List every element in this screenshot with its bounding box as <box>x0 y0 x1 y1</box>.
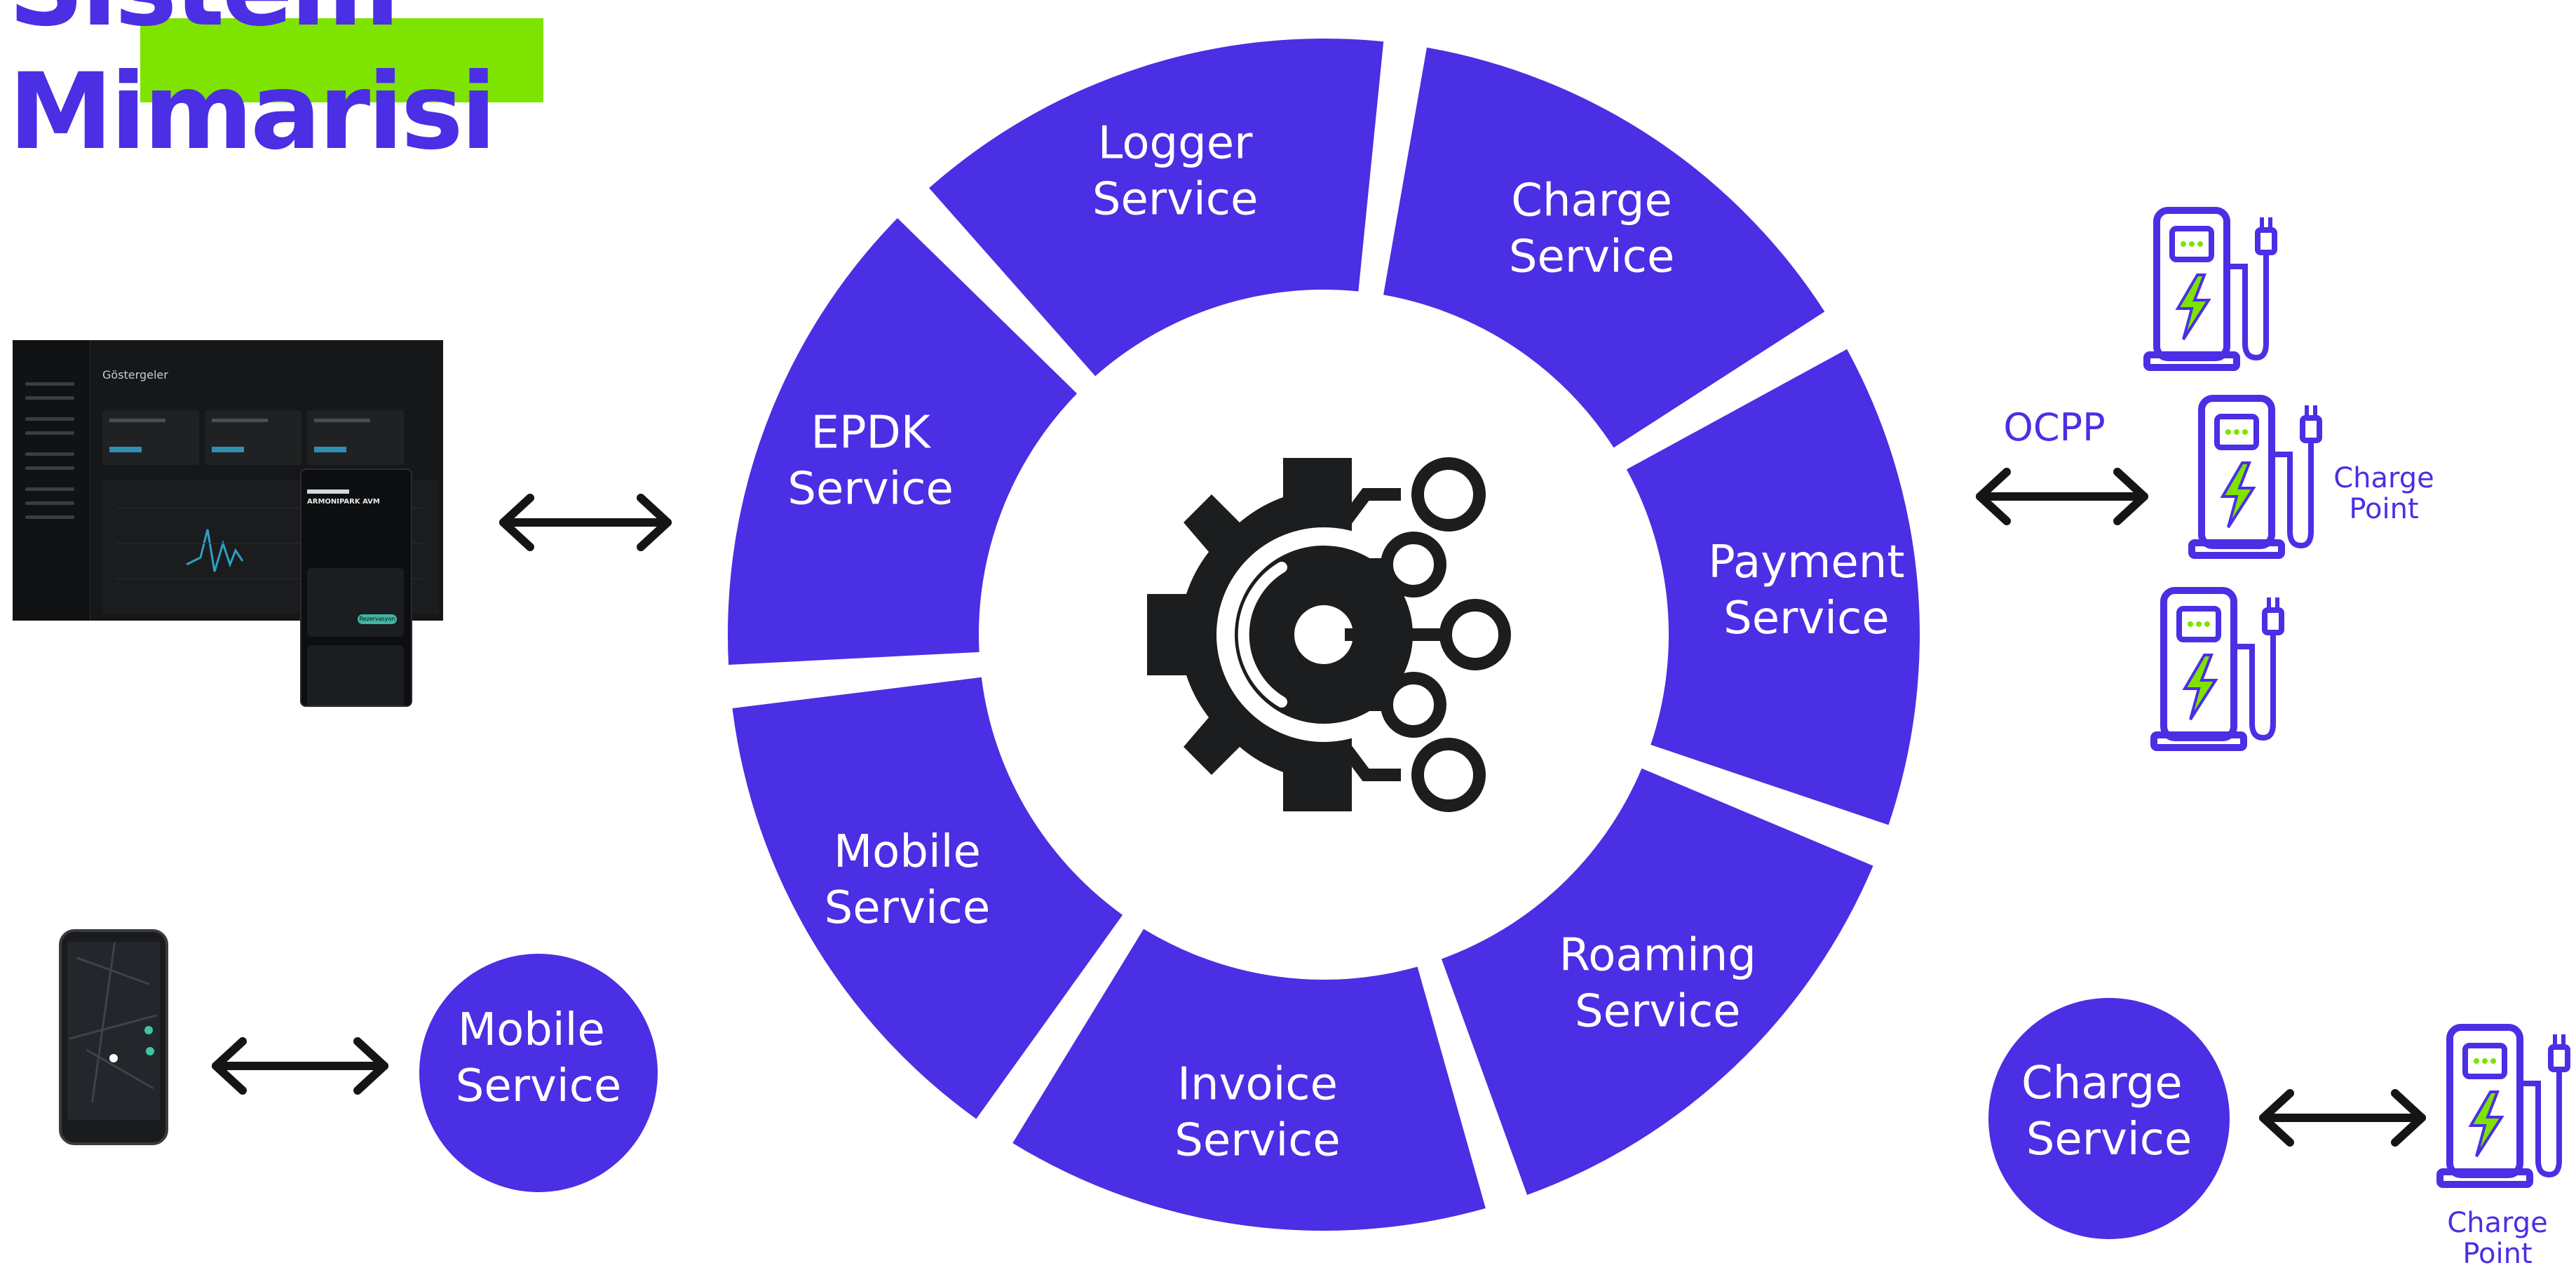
ev-charger-icon <box>2150 587 2284 751</box>
circuit-lines-icon <box>1339 457 1511 812</box>
title-block: Sistem Mimarisi <box>0 0 561 161</box>
title-line-1: Sistem <box>8 0 494 50</box>
ocpp-label: OCPP <box>2003 405 2106 450</box>
double-arrow-icon <box>499 494 672 551</box>
charge-point-bottom-line2: Point <box>2462 1238 2533 1270</box>
dashboard-card <box>205 410 301 465</box>
ring-segment-charge <box>1383 47 1825 448</box>
mobile-service-circle <box>419 954 658 1192</box>
phone-app-title: ARMONIPARK AVM <box>307 498 380 506</box>
dashboard-heading: Göstergeler <box>102 368 168 381</box>
title-line-2: Mimarisi <box>8 51 496 161</box>
ring-segment-roaming <box>1441 768 1873 1195</box>
gear-center-fill <box>1304 615 1343 654</box>
gear-highlight-arc <box>1238 562 1287 708</box>
charge-point-label: Charge Point <box>2314 463 2454 525</box>
dashboard-card <box>307 410 404 465</box>
double-arrow-icon <box>212 1037 388 1095</box>
dashboard-sidebar <box>13 340 90 621</box>
double-arrow-icon <box>1976 468 2148 525</box>
hub-gear-circuit-icon <box>1147 452 1511 817</box>
charge-point-label-line2: Point <box>2349 493 2419 525</box>
phone-card <box>307 645 404 705</box>
ring-segment-epdk <box>727 218 1078 666</box>
ring-segment-invoice <box>1012 928 1486 1231</box>
smartphone-map-icon <box>59 929 168 1145</box>
phone-status-bar <box>307 489 349 494</box>
ev-charger-icon <box>2143 207 2277 371</box>
charge-point-label-bottom: Charge Point <box>2427 1208 2568 1269</box>
ev-charger-icon <box>2188 395 2322 559</box>
charge-service-circle-label: Charge Service <box>2021 1058 2197 1166</box>
phone-card: Rezervasyon <box>307 568 404 637</box>
title-accent-bar <box>140 18 543 102</box>
double-arrow-icon <box>2259 1089 2426 1147</box>
ev-charger-icon <box>2436 1024 2570 1188</box>
charge-point-label-line1: Charge <box>2333 462 2434 494</box>
dashboard-card <box>102 410 199 465</box>
mobile-service-circle-label: Mobile Service <box>456 1004 622 1112</box>
phone-reserve-button: Rezervasyon <box>358 614 397 624</box>
mobile-app-screenshot: ARMONIPARK AVM Rezervasyon <box>300 468 412 707</box>
ring-segment-logger <box>929 39 1384 377</box>
ring-segment-payment <box>1626 349 1920 825</box>
charge-service-circle <box>1988 998 2230 1239</box>
phone-map <box>67 942 160 1120</box>
charge-point-bottom-line1: Charge <box>2447 1207 2548 1239</box>
page-title: Sistem Mimarisi <box>8 0 496 161</box>
ring-segment-mobile <box>732 677 1123 1119</box>
